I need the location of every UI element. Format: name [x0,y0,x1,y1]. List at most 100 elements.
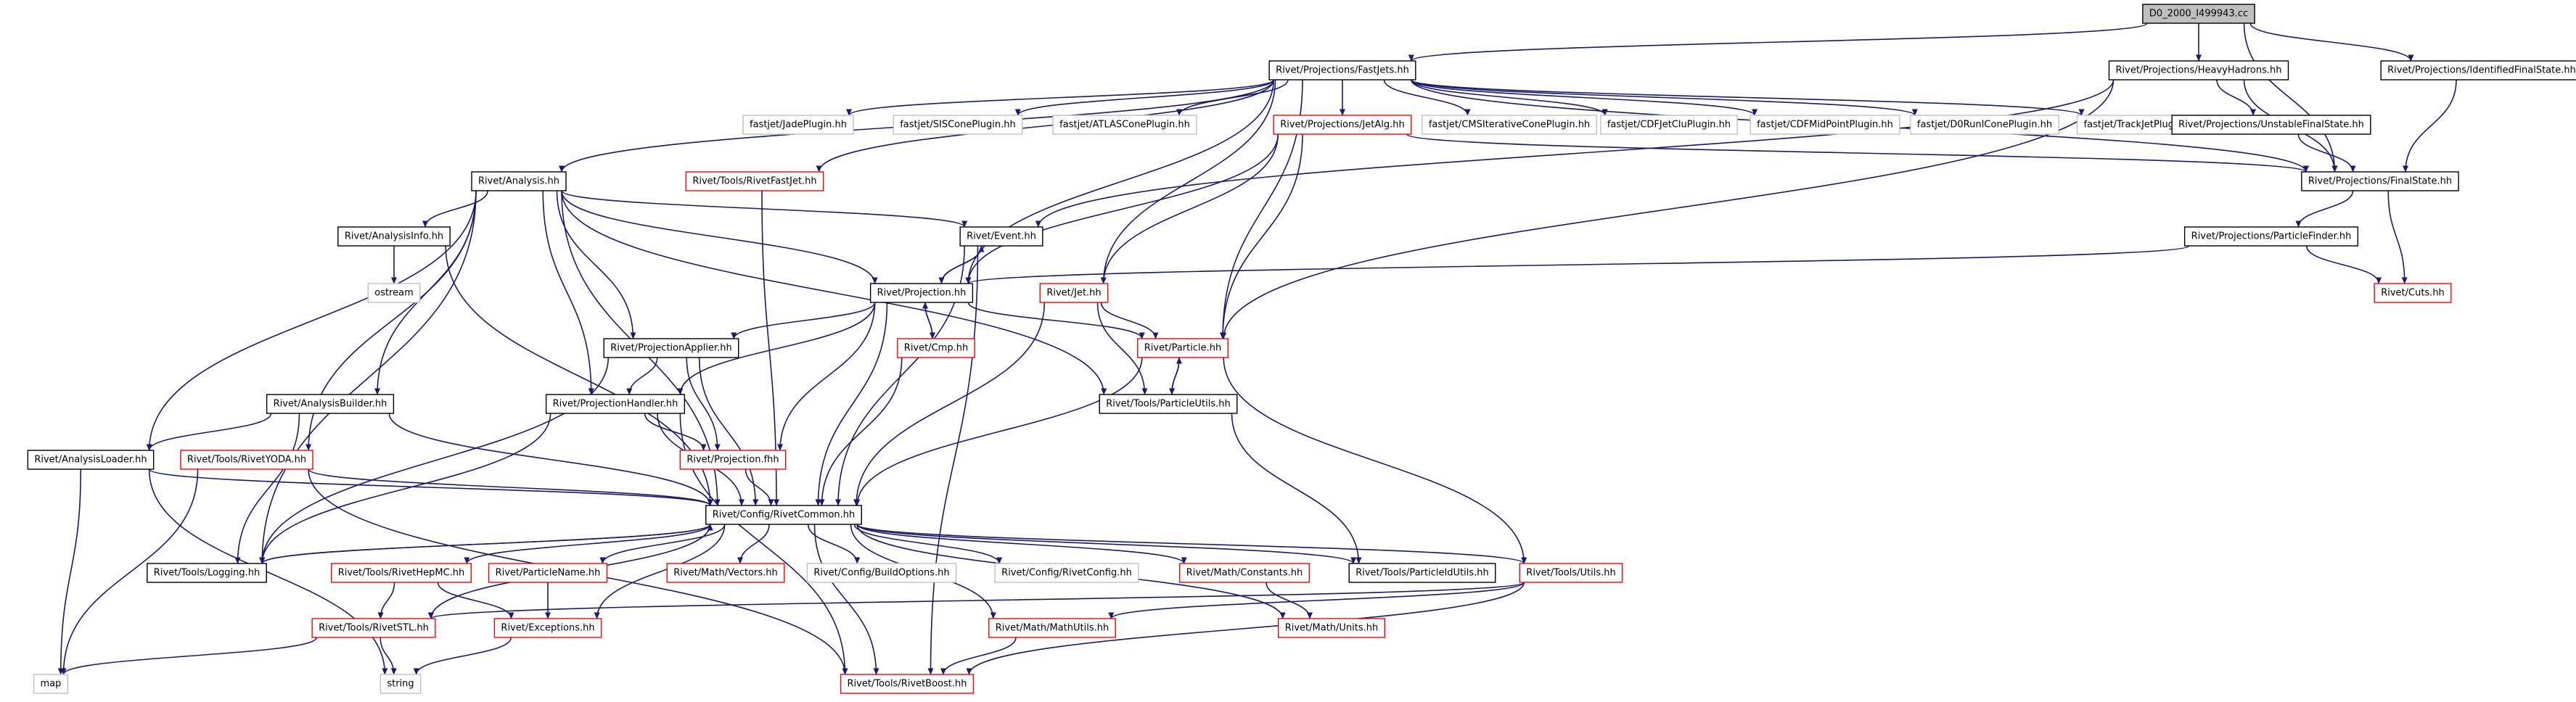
node-root[interactable]: D0_2000_I499943.cc [2142,4,2255,24]
edge-particleutils-to-particle [1171,357,1182,395]
node-label: Rivet/Math/Units.hh [1285,623,1379,634]
node-map[interactable]: map [33,674,69,694]
node-label: Rivet/Tools/Utils.hh [1526,568,1615,579]
node-projhandler[interactable]: Rivet/ProjectionHandler.hh [545,394,686,414]
node-particle[interactable]: Rivet/Particle.hh [1137,338,1228,358]
node-box [840,674,975,694]
edge-analysisinfo-to-rivetcommon [445,245,713,506]
node-cmsiter[interactable]: fastjet/CMSIterativeConePlugin.hh [1422,115,1597,135]
node-exceptions[interactable]: Rivet/Exceptions.hh [493,618,602,638]
node-vectors[interactable]: Rivet/Math/Vectors.hh [666,563,785,583]
edge-finalstate-to-cuts [2387,190,2408,284]
edge-projapplier-to-projhandler [626,357,658,395]
node-utils[interactable]: Rivet/Tools/Utils.hh [1519,563,1623,583]
node-particlename[interactable]: Rivet/ParticleName.hh [488,563,608,583]
node-label: fastjet/ATLASConePlugin.hh [1059,120,1190,131]
node-unstable[interactable]: Rivet/Projections/UnstableFinalState.hh [2171,115,2371,135]
node-cmp[interactable]: Rivet/Cmp.hh [897,338,975,358]
edge-analysisbuilder-to-analysisloader [146,413,272,451]
node-box [1348,563,1496,583]
node-event[interactable]: Rivet/Event.hh [959,226,1043,247]
node-box [1137,338,1228,358]
node-box [685,171,824,191]
node-label: string [387,679,414,690]
node-rivetstl[interactable]: Rivet/Tools/RivetSTL.hh [311,618,436,638]
node-box [2142,4,2255,24]
node-heavyhadrons[interactable]: Rivet/Projections/HeavyHadrons.hh [2108,60,2289,80]
node-box [367,283,421,303]
node-label: Rivet/Projections/HeavyHadrons.hh [2115,65,2281,76]
node-jade[interactable]: fastjet/JadePlugin.hh [742,115,854,135]
node-particlefinder[interactable]: Rivet/Projections/ParticleFinder.hh [2183,226,2359,247]
node-label: Rivet/Projections/UnstableFinalState.hh [2178,120,2364,131]
node-box [545,394,686,414]
node-fastjets[interactable]: Rivet/Projections/FastJets.hh [1268,60,1416,80]
edge-fastjets-to-rivetfastjet [816,79,1274,173]
node-rivetcommon[interactable]: Rivet/Config/RivetCommon.hh [705,505,862,525]
node-analysisloader[interactable]: Rivet/AnalysisLoader.hh [27,450,155,470]
node-constants[interactable]: Rivet/Math/Constants.hh [1179,563,1310,583]
edge-analysis-to-projhandler [542,190,594,395]
node-analysis[interactable]: Rivet/Analysis.hh [471,171,567,191]
edge-fastjets-to-jet [1100,79,1276,284]
node-box [1519,563,1623,583]
edge-particle-to-utils [1223,357,1527,564]
edge-root-to-fastjets [1408,22,2148,62]
node-logging[interactable]: Rivet/Tools/Logging.hh [147,563,267,583]
node-cuts[interactable]: Rivet/Cuts.hh [2374,283,2452,303]
node-label: Rivet/AnalysisLoader.hh [34,455,147,466]
edge-rivetcommon-to-rivethepmc [464,524,711,564]
node-label: Rivet/Projection.hh [877,288,967,299]
node-label: ostream [374,288,414,299]
node-rivetyoda[interactable]: Rivet/Tools/RivetYODA.hh [180,450,313,470]
node-box [27,450,155,470]
edge-projectionfhh-to-rivetcommon [745,468,774,506]
node-label: Rivet/Projections/JetAlg.hh [1280,120,1405,131]
node-particleutils[interactable]: Rivet/Tools/ParticleUtils.hh [1099,394,1238,414]
edge-rivethepmc-to-exceptions [437,582,514,619]
node-ostream[interactable]: ostream [367,283,421,303]
node-siscone[interactable]: fastjet/SISConePlugin.hh [893,115,1023,135]
node-rivetboost[interactable]: Rivet/Tools/RivetBoost.hh [840,674,975,694]
node-rivetconfig[interactable]: Rivet/Config/RivetConfig.hh [994,563,1139,583]
node-label: Rivet/Tools/ParticleIdUtils.hh [1355,568,1489,579]
node-label: Rivet/Particle.hh [1144,343,1221,354]
node-label: Rivet/Math/Constants.hh [1186,568,1303,579]
node-analysisinfo[interactable]: Rivet/AnalysisInfo.hh [337,226,451,247]
node-jet[interactable]: Rivet/Jet.hh [1039,283,1109,303]
node-projectionfhh[interactable]: Rivet/Projection.fhh [679,450,787,470]
node-projapplier[interactable]: Rivet/ProjectionApplier.hh [603,338,739,358]
node-cdfjetclu[interactable]: fastjet/CDFJetCluPlugin.hh [1600,115,1738,135]
edge-heavyhadrons-to-unstable [2216,79,2256,116]
node-finalstate[interactable]: Rivet/Projections/FinalState.hh [2301,171,2459,191]
node-box [603,338,739,358]
edge-projhandler-to-projectionfhh [644,413,707,451]
node-d0run[interactable]: fastjet/D0RunIConePlugin.hh [1910,115,2059,135]
node-projection[interactable]: Rivet/Projection.hh [869,283,974,303]
node-cdfmid[interactable]: fastjet/CDFMidPointPlugin.hh [1750,115,1900,135]
edge-fastjets-to-jade [846,79,1274,116]
edge-utils-to-rivetboost [966,582,1525,675]
node-atlascone[interactable]: fastjet/ATLASConePlugin.hh [1052,115,1197,135]
node-analysisbuilder[interactable]: Rivet/AnalysisBuilder.hh [266,394,395,414]
node-label: Rivet/Tools/ParticleUtils.hh [1106,399,1230,410]
node-particleidutils[interactable]: Rivet/Tools/ParticleIdUtils.hh [1348,563,1496,583]
node-buildoptions[interactable]: Rivet/Config/BuildOptions.hh [806,563,957,583]
edge-rivetstl-to-map [60,637,317,675]
node-string[interactable]: string [380,674,422,694]
node-label: fastjet/CDFJetCluPlugin.hh [1607,120,1731,131]
edge-root-to-identified [2249,22,2414,62]
node-label: Rivet/Math/MathUtils.hh [996,623,1109,634]
node-mathutils[interactable]: Rivet/Math/MathUtils.hh [988,618,1116,638]
node-label: Rivet/Analysis.hh [478,176,559,187]
node-label: map [41,679,62,690]
node-rivethepmc[interactable]: Rivet/Tools/RivetHepMC.hh [331,563,472,583]
edge-finalstate-to-particlefinder [2295,190,2354,228]
edge-particleutils-to-particleidutils [1231,413,1362,564]
edge-rivetcommon-to-buildoptions [807,524,861,564]
node-units[interactable]: Rivet/Math/Units.hh [1278,618,1385,638]
node-jetalg[interactable]: Rivet/Projections/JetAlg.hh [1273,115,1412,135]
node-identified[interactable]: Rivet/Projections/IdentifiedFinalState.h… [2380,60,2576,80]
node-rivetfastjet[interactable]: Rivet/Tools/RivetFastJet.hh [685,171,824,191]
node-label: Rivet/Tools/RivetYODA.hh [187,455,306,466]
